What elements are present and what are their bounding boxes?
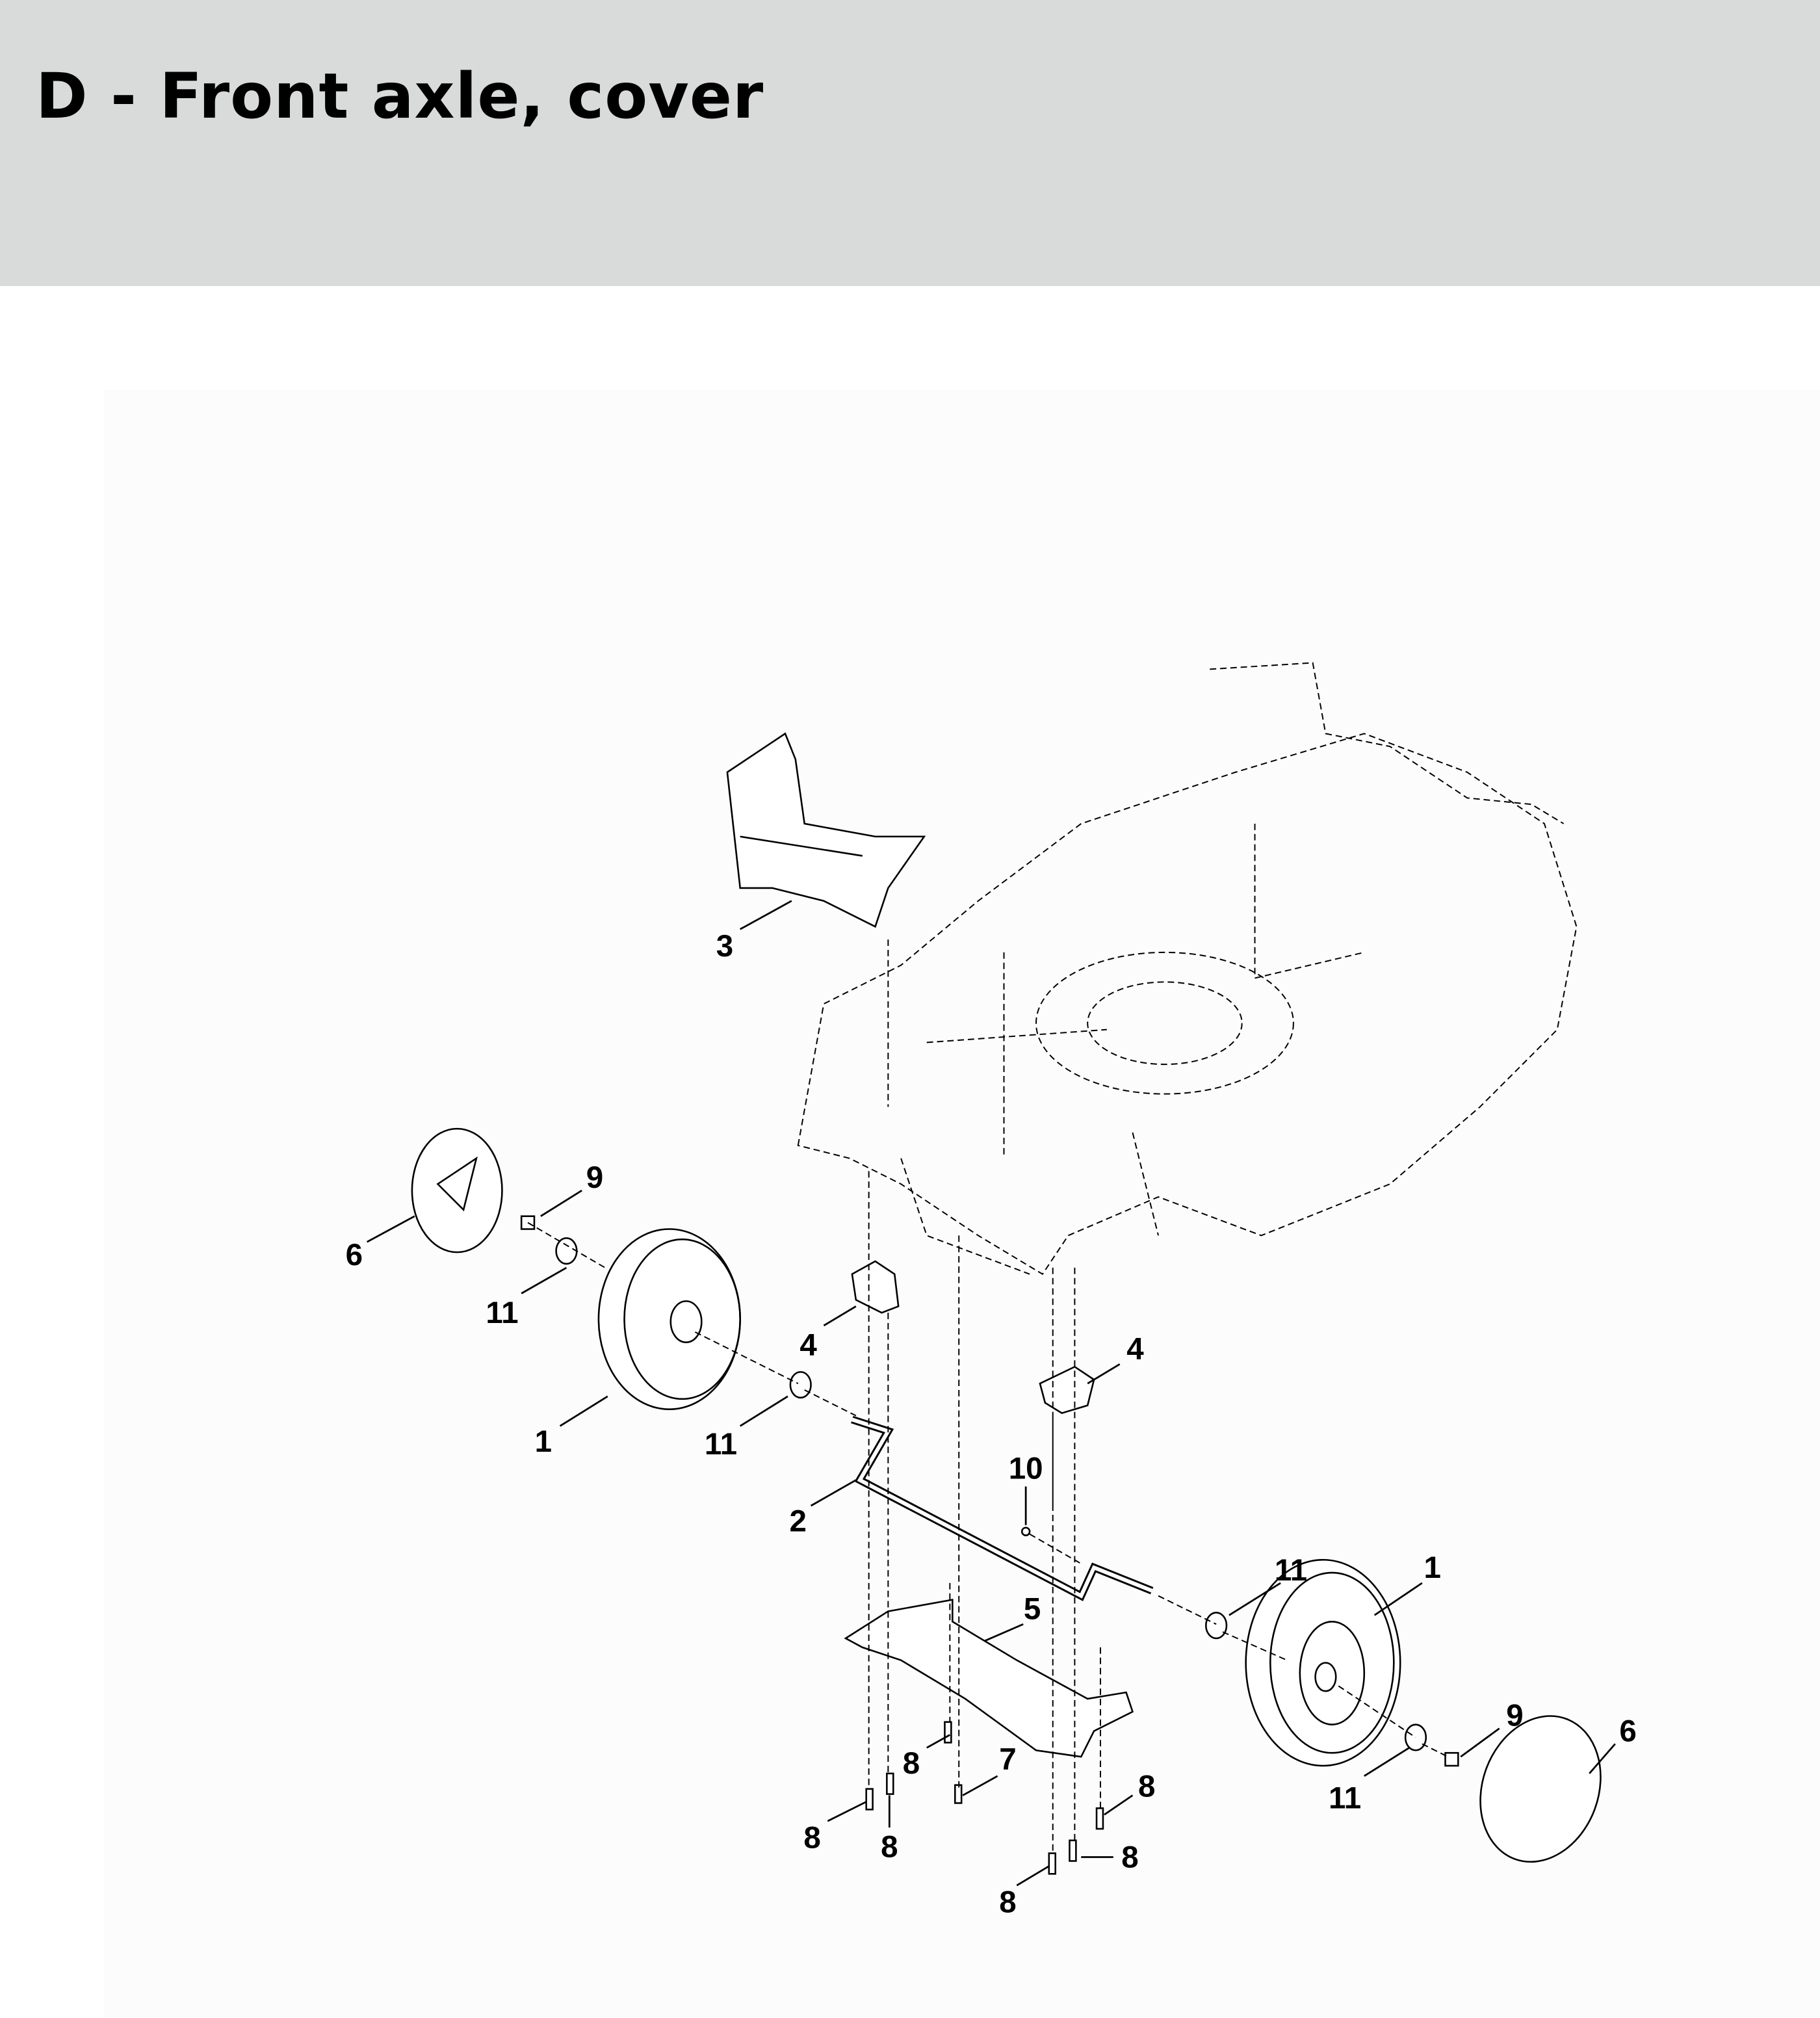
callout-8: 8 [999,1885,1016,1920]
callout-2: 2 [790,1504,807,1539]
callout-11: 11 [1329,1781,1361,1815]
callout-8: 8 [881,1830,898,1865]
callout-1: 1 [1424,1551,1441,1585]
callout-11: 11 [705,1427,737,1461]
callout-7: 7 [999,1742,1016,1777]
left-hubcap-part [411,1127,503,1253]
right-nut-part [1444,1751,1459,1767]
callout-10: 10 [1009,1452,1043,1486]
right-hubcap-part [1479,1715,1602,1863]
callout-6: 6 [346,1238,363,1272]
front-cover-part [726,732,926,928]
callout-9: 9 [586,1160,603,1195]
mower-deck-outline [797,662,1578,1276]
assembly-lines [527,1171,1448,1854]
header-band: D - Front axle, cover [0,0,1820,286]
callout-4: 4 [800,1328,817,1363]
callout-11: 11 [486,1296,518,1330]
front-axle-part [851,1415,1154,1601]
axle-plate-part [844,1599,1134,1758]
left-outer-washer-part [789,1370,812,1399]
callout-8: 8 [1138,1770,1155,1804]
callout-1: 1 [535,1424,552,1459]
page-title: D - Front axle, cover [36,60,764,133]
right-inner-washer-part [1205,1612,1228,1640]
callout-6: 6 [1619,1714,1636,1748]
callout-9: 9 [1506,1699,1523,1733]
callout-8: 8 [1121,1840,1138,1874]
callout-8: 8 [803,1821,820,1855]
callout-3: 3 [716,929,733,963]
callout-4: 4 [1126,1331,1144,1366]
callout-leaders [366,900,1616,1887]
callout-11: 11 [1275,1553,1307,1588]
right-wheel-part [1245,1558,1401,1767]
left-wheel-part [597,1228,741,1410]
right-bracket-part [1039,1365,1095,1414]
callout-labels: 3 9 6 11 4 4 1 11 10 2 11 1 5 9 6 8 7 8 … [346,929,1637,1920]
callout-5: 5 [1024,1592,1041,1626]
left-bracket-part [851,1260,900,1314]
callout-8: 8 [903,1746,920,1781]
left-inner-washer-part [555,1237,578,1265]
